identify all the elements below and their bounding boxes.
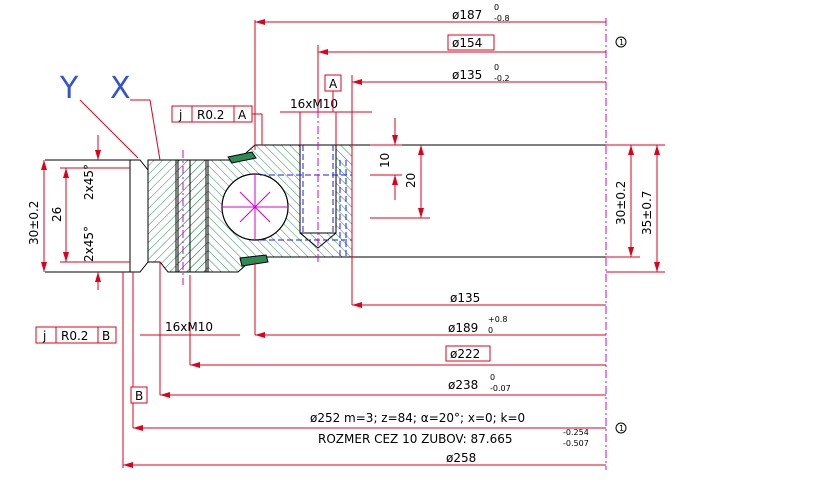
datum-a: A — [324, 74, 342, 112]
note-marker-top: 1 — [619, 38, 624, 47]
dim-d154: ø154 — [452, 36, 482, 50]
dim-h30-left: 30±0.2 — [27, 201, 41, 245]
thread-bottom-label: 16xM10 — [165, 320, 213, 334]
dim-rozmer-up: -0.254 — [563, 428, 589, 437]
chamfer-bottom: 2x45° — [82, 226, 96, 262]
tol-bottom-sym: j — [42, 329, 46, 343]
tol-top-sym: j — [178, 108, 182, 122]
dim-d135-top: ø135 — [452, 68, 482, 82]
dim-h20: 20 — [404, 173, 418, 188]
dim-d238: ø238 — [448, 378, 478, 392]
datum-b-label: B — [135, 389, 143, 403]
tol-bottom-val: R0.2 — [61, 329, 88, 343]
dim-d189-low: 0 — [488, 326, 493, 335]
datum-a-label: A — [329, 77, 338, 91]
dim-d135-up: 0 — [494, 63, 499, 72]
dim-d135-low: -0.2 — [494, 74, 510, 83]
dim-d135: ø135 — [450, 291, 480, 305]
tol-top-ref: A — [238, 108, 247, 122]
diameter-dimensions: ø187 0 -0.8 ø154 ø135 0 -0.2 ø135 ø189 +… — [122, 3, 627, 468]
dim-d189-up: +0.8 — [488, 315, 507, 324]
dim-d222: ø222 — [450, 347, 480, 361]
dim-d258: ø258 — [446, 451, 476, 465]
datum-b: B — [130, 386, 148, 404]
dim-gear-spec: ø252 m=3; z=84; α=20°; x=0; k=0 — [310, 411, 525, 425]
thread-top-label: 16xM10 — [290, 97, 338, 111]
dim-rozmer: ROZMER CEZ 10 ZUBOV: 87.665 — [318, 432, 513, 446]
label-y: Y — [59, 71, 79, 106]
note-marker-bottom: 1 — [619, 424, 624, 433]
dim-d187-low: -0.8 — [494, 14, 510, 23]
dim-d189: ø189 — [448, 321, 478, 335]
section-view — [45, 18, 607, 470]
dim-d238-up: 0 — [490, 373, 495, 382]
dim-rozmer-low: -0.507 — [563, 439, 589, 448]
label-x: X — [110, 71, 131, 106]
tol-top-val: R0.2 — [197, 108, 224, 122]
thread-callouts: 16xM10 16xM10 — [140, 97, 372, 336]
tolerance-frame-top: j R0.2 A — [171, 105, 263, 145]
section-labels: Y X — [59, 71, 161, 161]
dim-h30-right: 30±0.2 — [614, 181, 628, 225]
tolerance-frame-bottom: j R0.2 B — [35, 326, 117, 344]
height-dimensions-left: 30±0.2 26 2x45° 2x45° — [27, 135, 130, 290]
dim-h10: 10 — [378, 153, 392, 168]
dim-h35: 35±0.7 — [640, 191, 654, 235]
dim-d187-up: 0 — [494, 3, 499, 12]
height-dimensions-right: 10 20 30±0.2 35±0.7 — [370, 118, 665, 273]
chamfer-top: 2x45° — [82, 164, 96, 200]
dim-d238-low: -0.07 — [490, 384, 511, 393]
tol-bottom-ref: B — [102, 329, 110, 343]
dim-h26: 26 — [50, 207, 64, 222]
dim-d187: ø187 — [452, 8, 482, 22]
